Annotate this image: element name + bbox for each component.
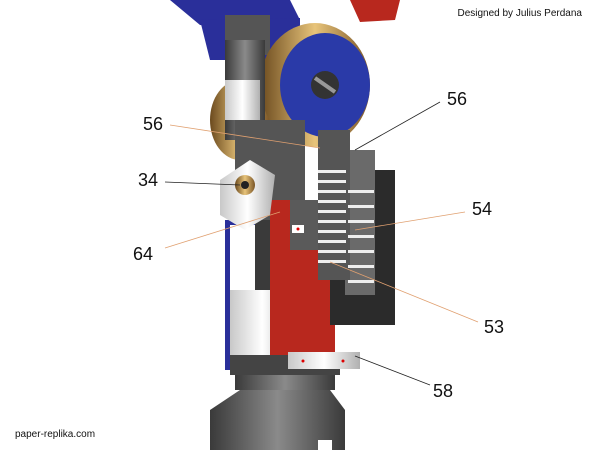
designer-credit: Designed by Julius Perdana [457,8,582,19]
part-56-left-piece [225,80,260,120]
label-54: 54 [472,199,493,219]
label-64: 64 [133,244,154,264]
part-34-joint [220,160,275,230]
label-34: 34 [138,170,159,190]
label-53: 53 [484,317,505,337]
label-56-left: 56 [143,114,164,134]
part-54-piston [318,130,395,325]
leader-lines [164,101,479,386]
label-58: 58 [433,381,454,401]
website-credit: paper-replika.com [15,429,96,440]
part-58-band [210,352,360,450]
label-56-right: 56 [447,89,468,109]
